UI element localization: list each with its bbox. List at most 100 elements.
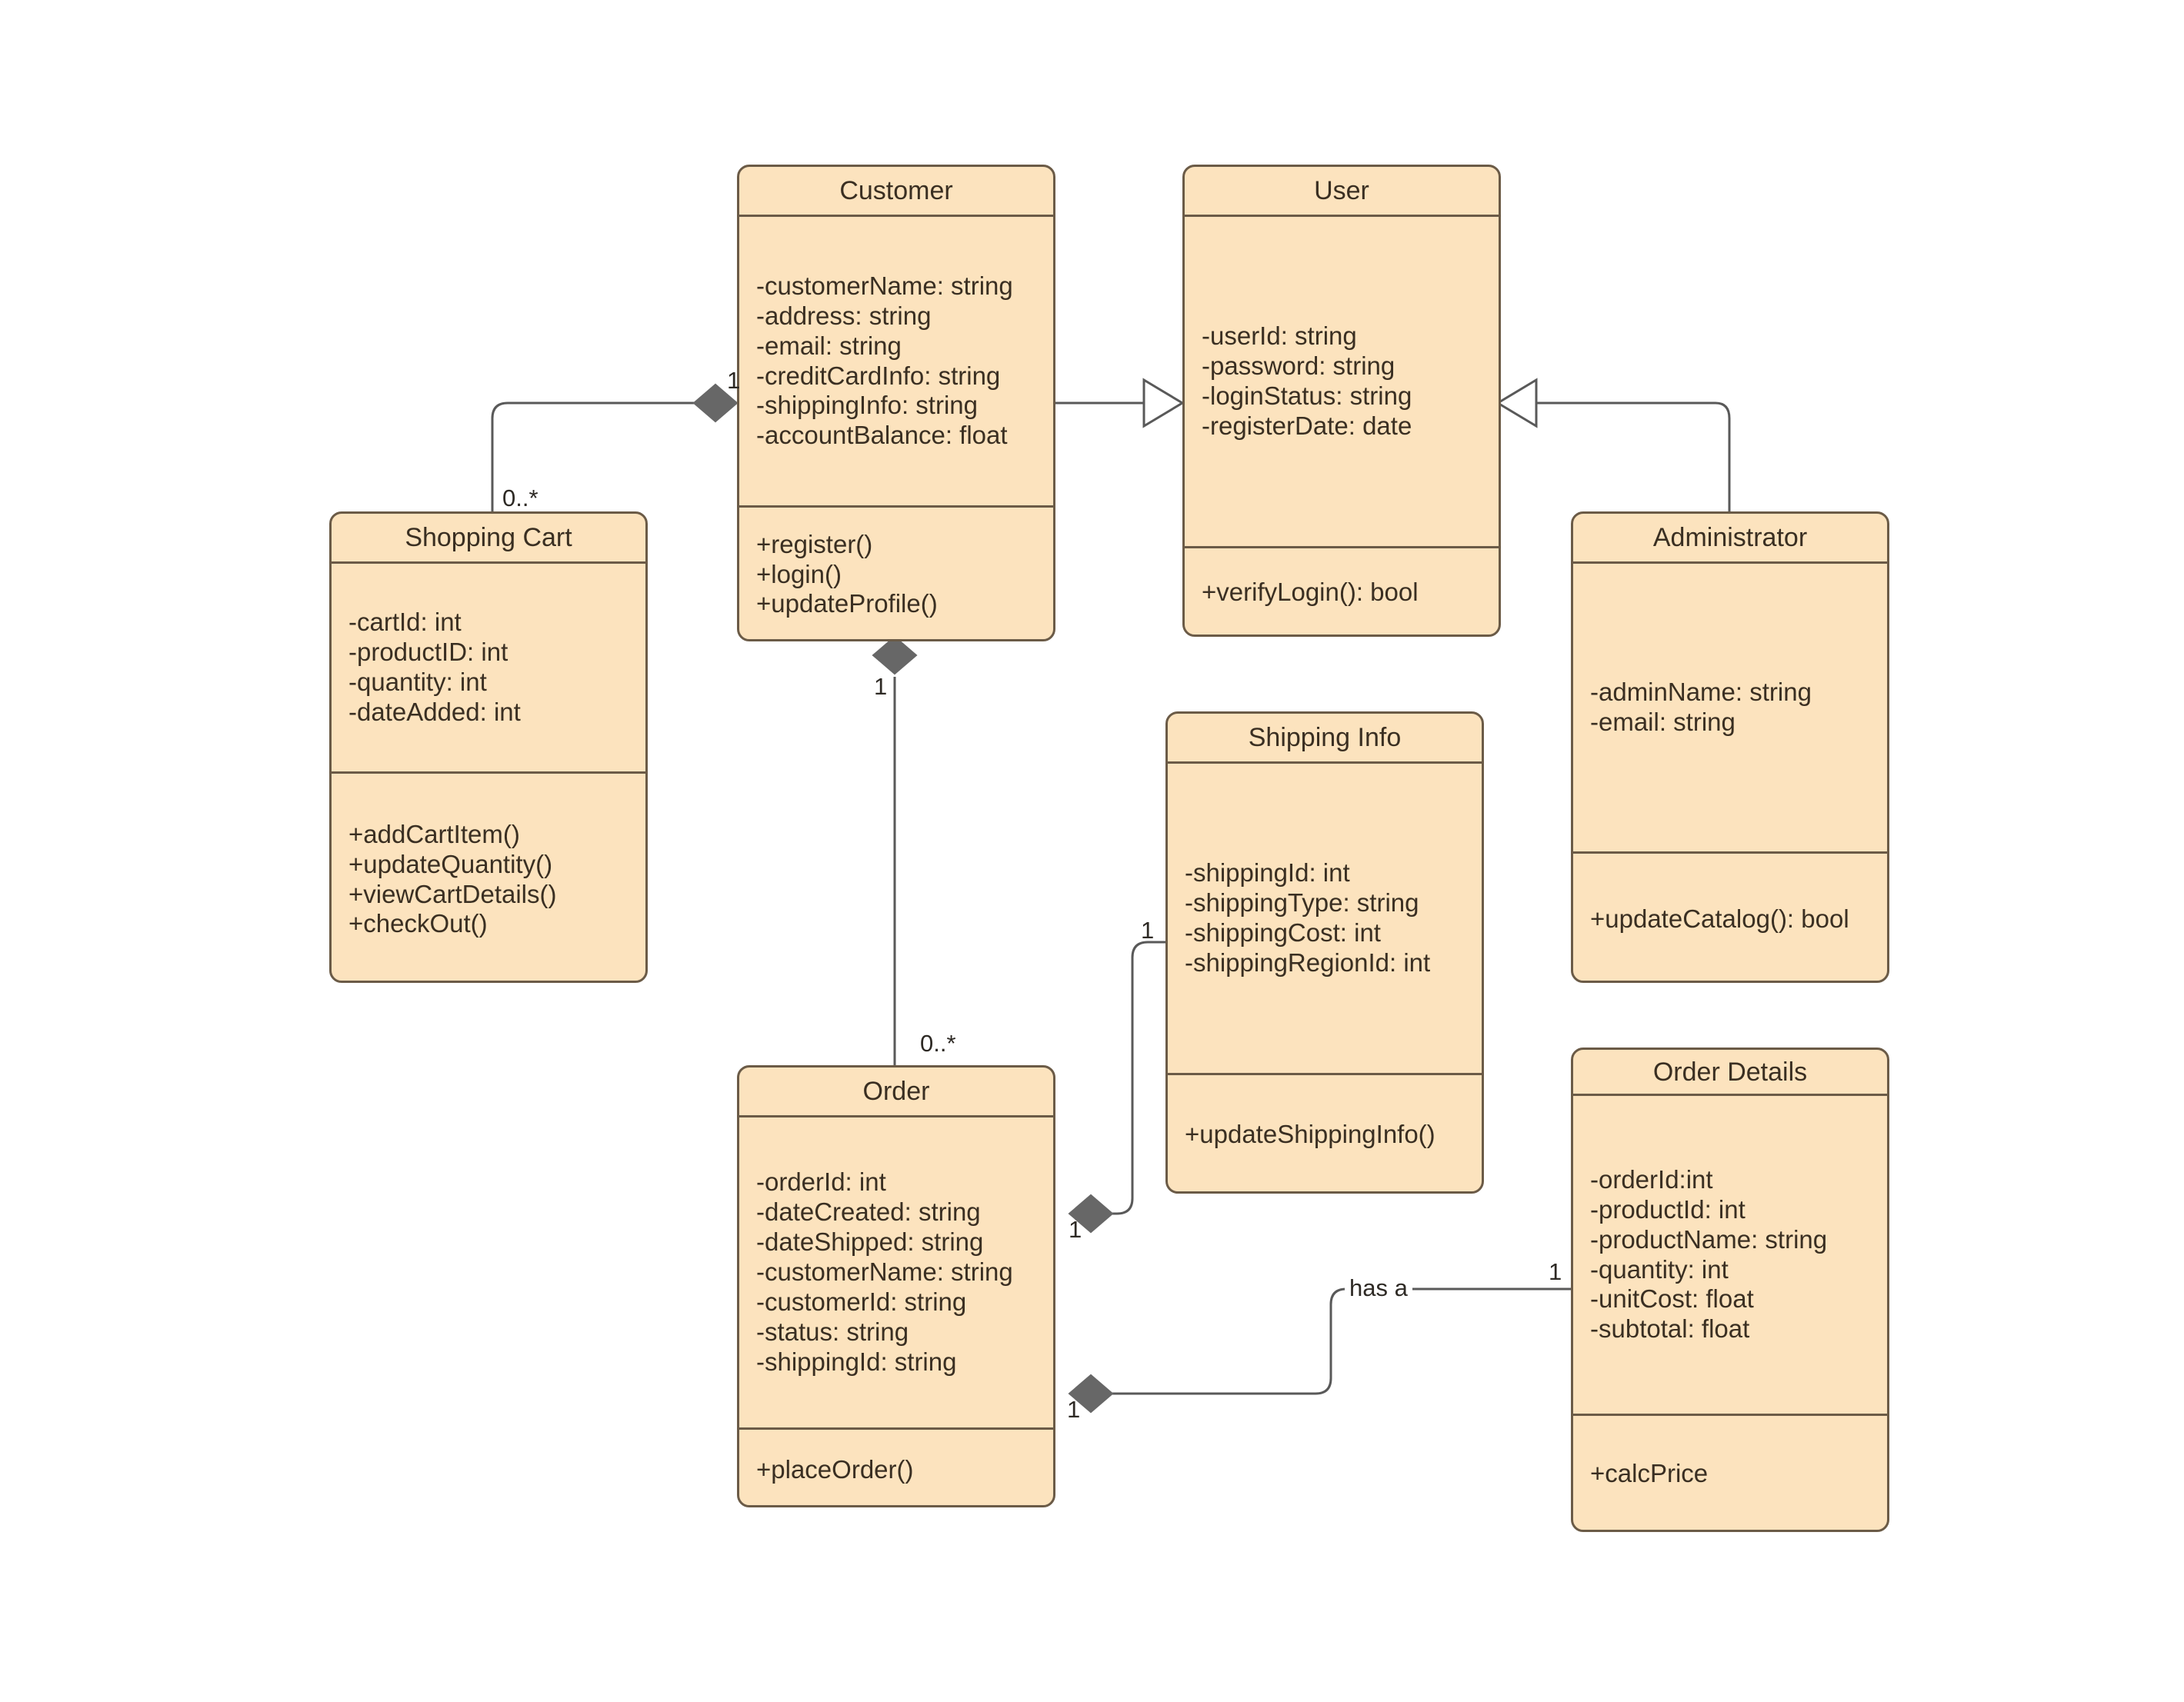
operation-row: +calcPrice xyxy=(1590,1459,1709,1488)
attribute-row: -shippingId: int xyxy=(1185,858,1350,888)
relationship-label-has-a: has a xyxy=(1345,1276,1412,1300)
link-order-shippinginfo xyxy=(1068,941,1165,1234)
class-operations-customer: +register() +login() +updateProfile() xyxy=(739,508,1053,639)
operation-row: +login() xyxy=(756,559,842,588)
class-title-shipping-info: Shipping Info xyxy=(1248,723,1402,752)
operation-row: +placeOrder() xyxy=(756,1454,914,1484)
class-box-user[interactable]: User -userId: string -password: string -… xyxy=(1182,165,1501,637)
attribute-row: -email: string xyxy=(756,331,902,360)
multiplicity-order-details-source: 1 xyxy=(1067,1396,1081,1423)
attribute-row: -registerDate: date xyxy=(1202,411,1412,440)
class-attributes-order-details: -orderId:int -productId: int -productNam… xyxy=(1573,1096,1887,1414)
attribute-row: -dateCreated: string xyxy=(756,1197,981,1227)
class-divider xyxy=(1573,1094,1887,1096)
multiplicity-order-shipping-target: 1 xyxy=(1141,917,1155,944)
attribute-row: -shippingRegionId: int xyxy=(1185,948,1431,977)
class-attributes-user: -userId: string -password: string -login… xyxy=(1185,217,1499,546)
attribute-row: -customerName: string xyxy=(756,1257,1013,1287)
attribute-row: -subtotal: float xyxy=(1590,1314,1750,1344)
attribute-row: -adminName: string xyxy=(1590,678,1812,707)
multiplicity-customer-cart-source: 1 xyxy=(727,367,741,394)
operation-row: +checkOut() xyxy=(348,909,488,938)
attribute-row: -dateShipped: string xyxy=(756,1227,984,1257)
class-divider xyxy=(1168,1073,1482,1075)
attribute-row: -userId: string xyxy=(1202,321,1357,351)
class-operations-order: +placeOrder() xyxy=(739,1430,1053,1505)
generalization-arrowhead xyxy=(1495,378,1538,428)
attribute-row: -creditCardInfo: string xyxy=(756,361,1001,390)
attribute-row: -orderId:int xyxy=(1590,1164,1713,1194)
attribute-row: -email: string xyxy=(1590,708,1736,736)
class-box-order-details[interactable]: Order Details -orderId:int -productId: i… xyxy=(1571,1048,1889,1532)
attribute-row: -orderId: int xyxy=(756,1167,886,1197)
class-box-shipping-info[interactable]: Shipping Info -shippingId: int -shipping… xyxy=(1165,711,1484,1194)
class-divider xyxy=(739,215,1053,217)
operation-row: +verifyLogin(): bool xyxy=(1202,578,1419,607)
link-customer-user xyxy=(1054,378,1185,428)
class-divider xyxy=(332,771,645,774)
multiplicity-order-details-target: 1 xyxy=(1549,1258,1562,1285)
attribute-row: -unitCost: float xyxy=(1590,1284,1754,1314)
operation-row: +updateShippingInfo() xyxy=(1185,1119,1435,1148)
class-attributes-shipping-info: -shippingId: int -shippingType: string -… xyxy=(1168,764,1482,1073)
class-operations-administrator: +updateCatalog(): bool xyxy=(1573,854,1887,981)
attribute-row: -password: string xyxy=(1202,351,1395,381)
operation-row: +register() xyxy=(756,529,873,558)
multiplicity-customer-order-source: 1 xyxy=(874,673,888,700)
attribute-row: -shippingCost: int xyxy=(1185,918,1381,947)
class-title-order: Order xyxy=(862,1077,930,1106)
multiplicity-customer-order-target: 0..* xyxy=(920,1030,956,1057)
attribute-row: -accountBalance: float xyxy=(756,421,1008,450)
attribute-row: -quantity: int xyxy=(1590,1254,1729,1284)
link-administrator-user xyxy=(1495,378,1731,511)
attribute-row: -customerId: string xyxy=(756,1287,967,1316)
attribute-row: -productName: string xyxy=(1590,1224,1828,1254)
class-operations-shipping-info: +updateShippingInfo() xyxy=(1168,1075,1482,1191)
link-order-orderdetails xyxy=(1068,1287,1571,1414)
operation-row: +updateQuantity() xyxy=(348,849,553,878)
class-attributes-order: -orderId: int -dateCreated: string -date… xyxy=(739,1117,1053,1427)
attribute-row: -shippingInfo: string xyxy=(756,391,978,420)
multiplicity-order-shipping-source: 1 xyxy=(1069,1216,1082,1243)
class-attributes-administrator: -adminName: string -email: string xyxy=(1573,564,1887,851)
attribute-row: -status: string xyxy=(756,1317,909,1346)
class-title-administrator: Administrator xyxy=(1652,523,1808,552)
class-box-administrator[interactable]: Administrator -adminName: string -email:… xyxy=(1571,511,1889,983)
class-box-shopping-cart[interactable]: Shopping Cart -cartId: int -productID: i… xyxy=(329,511,648,983)
class-title-shopping-cart: Shopping Cart xyxy=(405,523,572,552)
class-operations-user: +verifyLogin(): bool xyxy=(1185,548,1499,635)
operation-row: +updateProfile() xyxy=(756,589,938,618)
class-divider xyxy=(332,561,645,564)
class-divider xyxy=(1573,561,1887,564)
attribute-row: -productID: int xyxy=(348,638,508,667)
class-box-customer[interactable]: Customer -customerName: string -address:… xyxy=(737,165,1055,641)
multiplicity-customer-cart-target: 0..* xyxy=(502,485,538,511)
attribute-row: -cartId: int xyxy=(348,608,462,637)
attribute-row: -loginStatus: string xyxy=(1202,381,1412,410)
class-title-order-details: Order Details xyxy=(1652,1057,1808,1087)
class-box-order[interactable]: Order -orderId: int -dateCreated: string… xyxy=(737,1065,1055,1507)
class-divider xyxy=(739,1427,1053,1430)
class-divider xyxy=(739,505,1053,508)
class-divider xyxy=(1185,546,1499,548)
class-title-customer: Customer xyxy=(839,176,953,205)
class-attributes-customer: -customerName: string -address: string -… xyxy=(739,217,1053,505)
attribute-row: -address: string xyxy=(756,301,932,330)
class-divider xyxy=(1573,851,1887,854)
class-divider xyxy=(1168,761,1482,764)
operation-row: +addCartItem() xyxy=(348,819,520,848)
composition-diamond xyxy=(872,635,918,675)
attribute-row: -quantity: int xyxy=(348,668,487,696)
class-divider xyxy=(1573,1414,1887,1416)
operation-row: +viewCartDetails() xyxy=(348,879,557,908)
class-operations-order-details: +calcPrice xyxy=(1573,1416,1887,1530)
attribute-row: -customerName: string xyxy=(756,271,1013,300)
class-divider xyxy=(1185,215,1499,217)
link-customer-order xyxy=(872,635,918,1065)
attribute-row: -productId: int xyxy=(1590,1194,1746,1224)
attribute-row: -shippingId: string xyxy=(756,1347,957,1376)
class-divider xyxy=(739,1115,1053,1117)
class-title-user: User xyxy=(1314,176,1369,205)
class-operations-shopping-cart: +addCartItem() +updateQuantity() +viewCa… xyxy=(332,774,645,981)
generalization-arrowhead xyxy=(1142,378,1185,428)
